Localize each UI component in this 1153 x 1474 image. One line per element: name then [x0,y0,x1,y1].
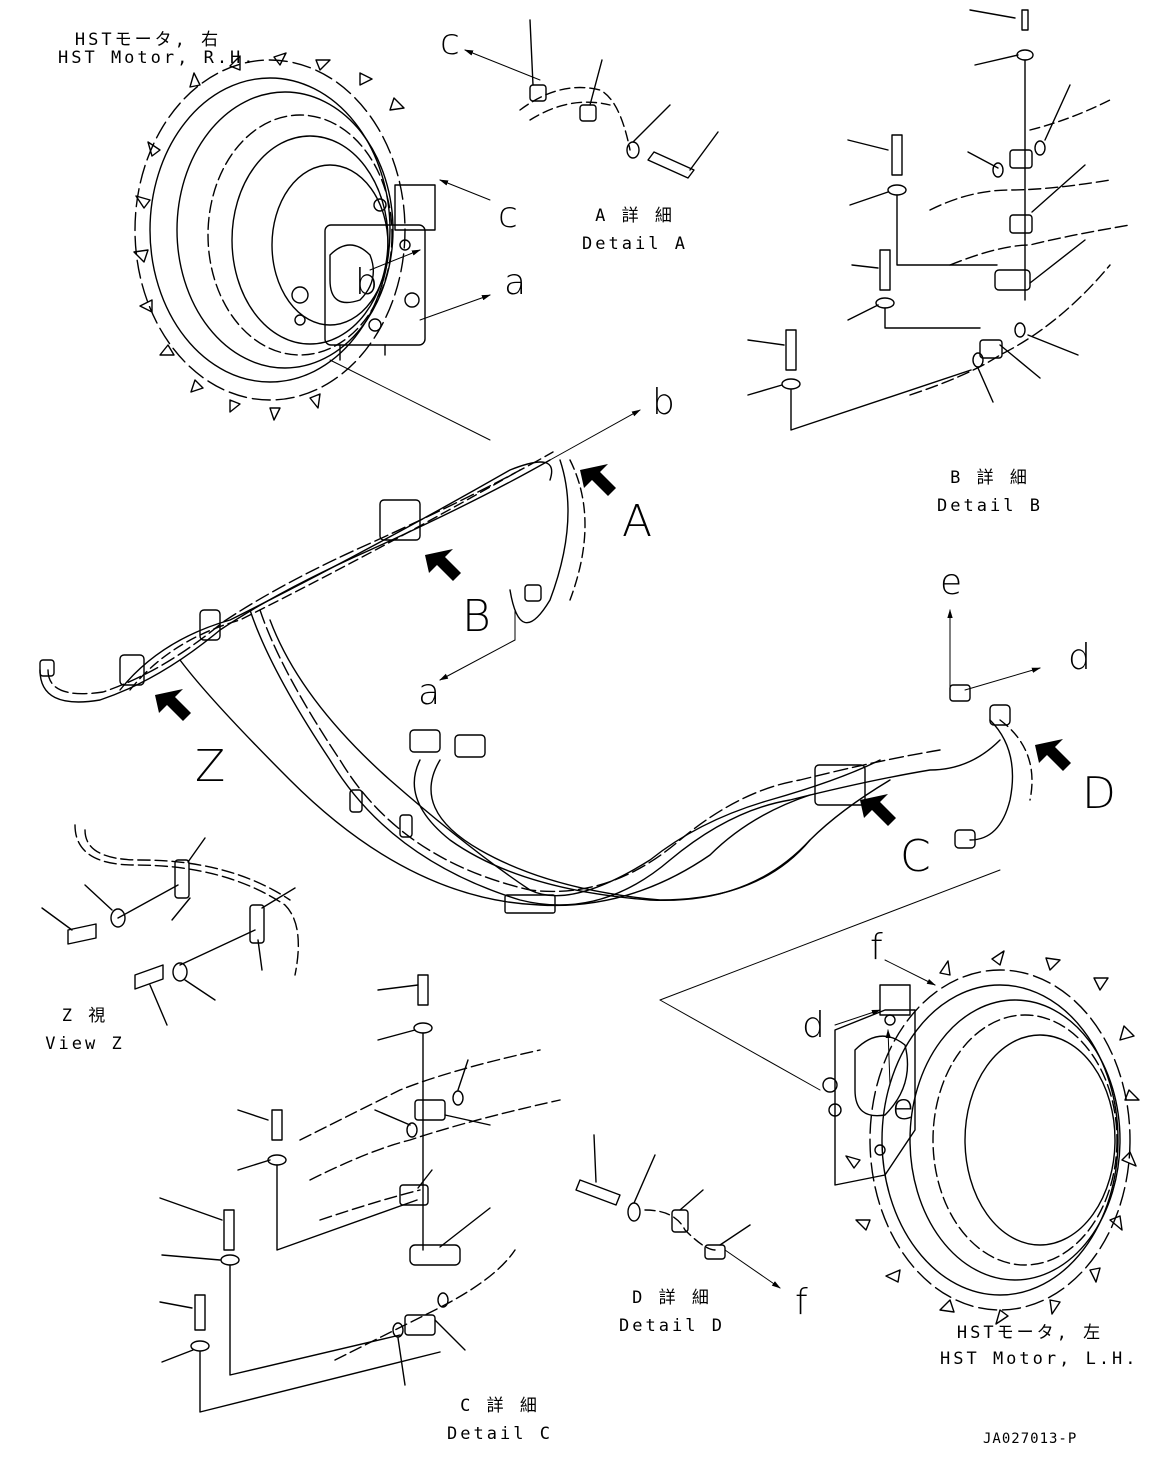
view-arrows[interactable] [155,464,1071,826]
sprocket-teeth-rh [133,52,405,421]
motor-rh-caption-en: HST Motor, R.H. [58,48,257,68]
ref-c-detail-a: c [440,22,460,63]
detail-a-drawing [519,19,719,179]
detail-d-caption-jp: D 詳 細 [632,1288,712,1308]
hose-bundle [39,451,1033,914]
ref-f-detail-d: f [795,1282,808,1323]
motor-lh-caption-en: HST Motor, L.H. [940,1349,1139,1369]
view-z-caption-en: View Z [45,1034,125,1054]
detail-d-caption-en: Detail D [619,1316,725,1336]
ref-d-motor-lh: d [802,1005,825,1046]
detail-b-caption-jp: B 詳 細 [950,468,1030,488]
ref-d-bundle: d [1068,637,1091,678]
ref-b-motor-rh: b [355,262,378,303]
ref-a-bundle: a [418,672,441,713]
detail-c-caption-jp: C 詳 細 [460,1396,540,1416]
view-z-drawing [41,824,300,1026]
view-label-d: D [1082,768,1116,819]
detail-c-caption-en: Detail C [447,1424,553,1444]
view-label-b: B [462,591,491,642]
ref-c-motor-rh: c [498,195,518,236]
ref-a-motor-rh: a [504,262,527,303]
detail-a-caption-en: Detail A [582,234,688,254]
leader-lines [329,49,1041,1289]
view-label-z: Z [195,741,226,792]
detail-a-caption-jp: A 詳 細 [595,206,675,226]
motor-rh-caption-jp: HSTモータ, 右 [74,30,222,50]
view-label-a: A [622,496,653,547]
view-label-c: C [900,831,931,882]
detail-c-drawing [159,974,561,1413]
hose-fittings [39,499,1011,914]
hst-motor-lh [822,950,1140,1325]
detail-b-drawing [747,9,1131,431]
ref-e-motor-lh: e [892,1087,915,1128]
ref-b-bundle: b [652,382,675,423]
view-z-caption-jp: Z 視 [61,1006,109,1026]
ref-e-bundle: e [940,562,963,603]
ref-f-motor-lh: f [870,927,883,968]
sprocket-teeth-lh [845,950,1140,1325]
motor-lh-caption-jp: HSTモータ, 左 [956,1323,1104,1343]
detail-b-caption-en: Detail B [937,496,1043,516]
hst-motor-rh [133,52,436,421]
drawing-code: JA027013-P [983,1431,1078,1447]
detail-d-drawing [575,1134,751,1260]
